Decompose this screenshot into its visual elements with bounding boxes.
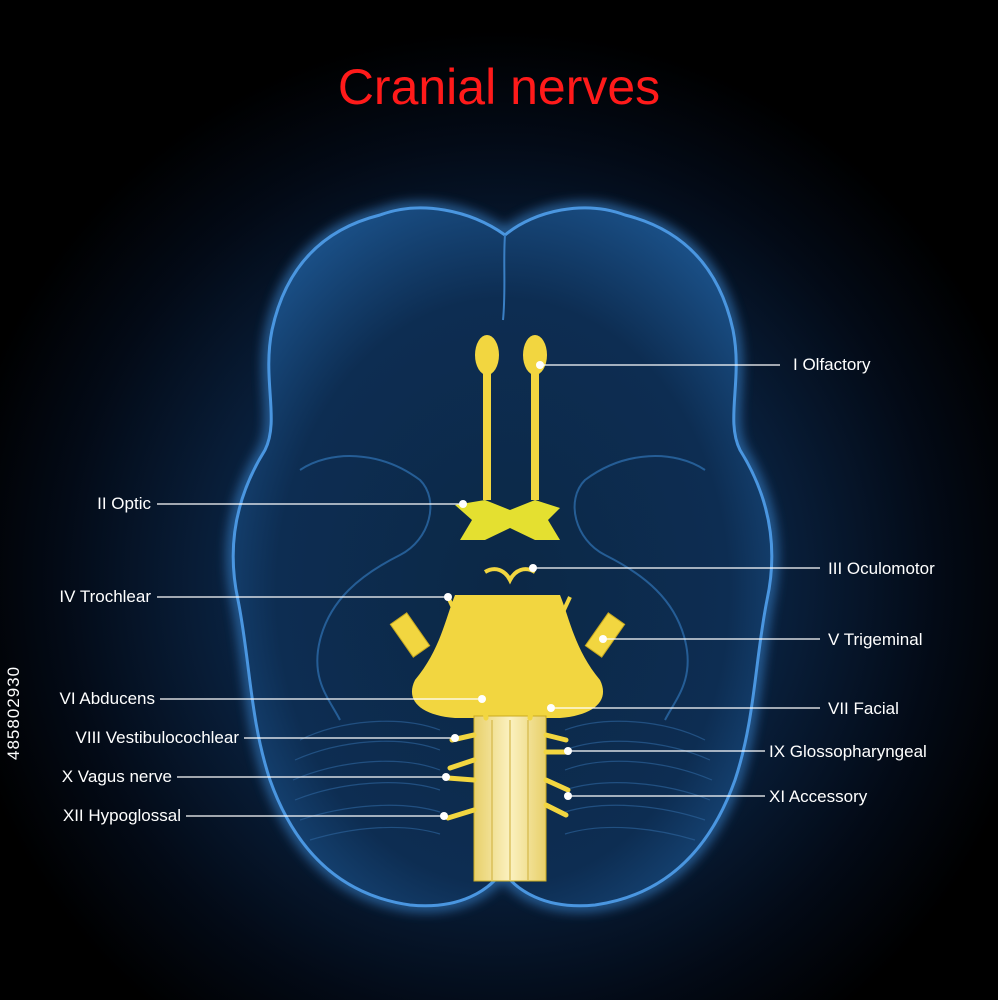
trigeminal-nerves <box>389 612 626 658</box>
leader-dots <box>440 361 607 820</box>
oculomotor-nerve <box>483 567 537 585</box>
label-vestibulocochlear: VIII Vestibulocochlear <box>75 728 239 747</box>
label-trochlear: IV Trochlear <box>59 587 151 606</box>
label-trigeminal: V Trigeminal <box>828 630 923 649</box>
optic-chiasm <box>455 500 560 540</box>
diagram-title: Cranial nerves <box>337 59 661 115</box>
label-olfactory: I Olfactory <box>793 355 871 374</box>
label-accessory: XI Accessory <box>769 787 868 806</box>
longitudinal-fissure <box>502 234 506 321</box>
pons <box>411 595 604 718</box>
stock-id: 485802930 <box>4 665 23 760</box>
label-facial: VII Facial <box>828 699 899 718</box>
cerebellum-lines <box>292 720 713 841</box>
temporal-lobe-right <box>573 455 706 721</box>
label-hypoglossal: XII Hypoglossal <box>62 806 181 825</box>
brainstem-ridges <box>491 720 529 880</box>
label-glossopharyngeal: IX Glossopharyngeal <box>769 742 927 761</box>
leader-lines <box>157 364 820 817</box>
label-abducens: VI Abducens <box>59 689 155 708</box>
label-optic: II Optic <box>97 494 151 513</box>
label-oculomotor: III Oculomotor <box>828 559 935 578</box>
label-vagus: X Vagus nerve <box>61 767 172 786</box>
temporal-lobe-left <box>299 455 432 721</box>
